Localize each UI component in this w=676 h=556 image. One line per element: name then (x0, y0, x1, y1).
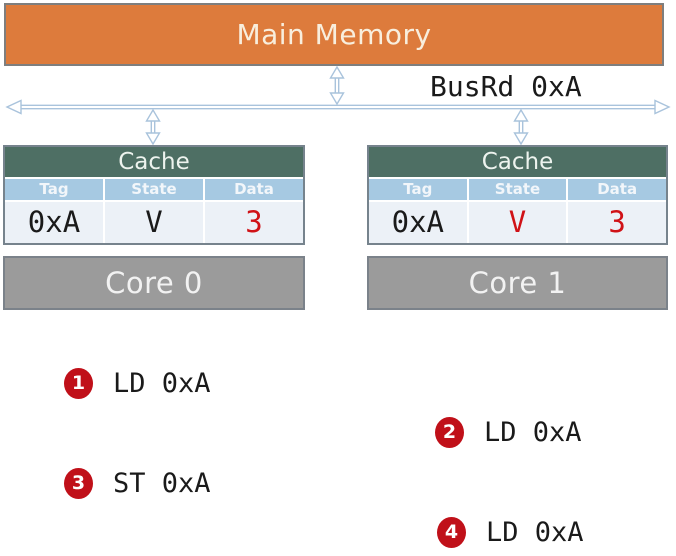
cache-1-data-value: 3 (568, 202, 666, 243)
operation-2-label: LD 0xA (484, 416, 582, 448)
cache-1-col-state: State (468, 179, 567, 200)
cache-1-col-data: Data (568, 179, 666, 200)
operation-4: 4 LD 0xA (437, 516, 584, 548)
core-1-box: Core 1 (367, 256, 668, 310)
bus-line (16, 104, 662, 110)
cache-1-tag-value: 0xA (369, 202, 467, 243)
main-memory-box: Main Memory (4, 3, 664, 66)
main-memory-label: Main Memory (236, 18, 432, 51)
operation-2: 2 LD 0xA (435, 416, 582, 448)
cache-0-data-value: 3 (205, 202, 303, 243)
bus-transaction-label: BusRd 0xA (430, 70, 582, 103)
bus-cache0-arrow (145, 108, 161, 146)
core-0-label: Core 0 (105, 266, 203, 300)
bus-cache1-arrow (513, 108, 529, 146)
operation-3-number-badge: 3 (64, 467, 93, 499)
cache-0: Cache Tag State Data 0xA V 3 (3, 145, 305, 245)
cache-1-title: Cache (369, 147, 666, 177)
operation-2-number-badge: 2 (435, 416, 464, 448)
cache-0-tag-value: 0xA (5, 202, 103, 243)
core-0-box: Core 0 (3, 256, 305, 310)
operation-4-label: LD 0xA (486, 516, 584, 548)
cache-0-state-value: V (105, 202, 203, 243)
cache-0-col-data: Data (205, 179, 303, 200)
operation-3-label: ST 0xA (113, 467, 211, 499)
cache-0-col-tag: Tag (5, 179, 103, 200)
core-1-label: Core 1 (468, 266, 567, 300)
operation-1-number-badge: 1 (64, 367, 93, 399)
cache-1: Cache Tag State Data 0xA V 3 (367, 145, 668, 245)
cache-0-title: Cache (5, 147, 303, 177)
operation-1: 1 LD 0xA (64, 367, 211, 399)
cache-1-state-value: V (468, 202, 567, 243)
operation-3: 3 ST 0xA (64, 467, 211, 499)
memory-bus-arrow (329, 65, 345, 106)
cache-0-col-state: State (105, 179, 203, 200)
operation-1-label: LD 0xA (113, 367, 211, 399)
cache-1-col-tag: Tag (369, 179, 467, 200)
operation-4-number-badge: 4 (437, 516, 466, 548)
